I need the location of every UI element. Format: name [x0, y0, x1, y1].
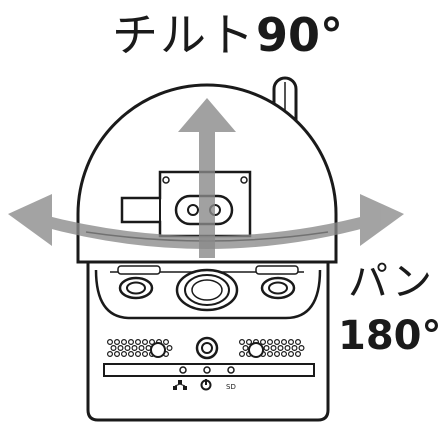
grille-hole	[263, 345, 270, 352]
grille-hole	[281, 339, 288, 346]
left-sensor	[118, 276, 154, 300]
grille-hole	[149, 339, 156, 346]
grille-hole	[110, 345, 117, 352]
grille-hole	[135, 339, 142, 346]
grille-hole	[106, 339, 113, 346]
grille-hole	[246, 339, 253, 346]
grille-hole	[142, 339, 149, 346]
pan-arrow	[8, 194, 404, 249]
grille-hole	[120, 339, 127, 346]
grille-hole	[295, 351, 302, 358]
grille-hole	[291, 345, 298, 352]
grille-hole	[270, 345, 277, 352]
grille-hole	[142, 351, 149, 358]
pan-value: 180°	[338, 313, 442, 359]
grille-hole	[277, 345, 284, 352]
grille-hole	[274, 339, 281, 346]
grille-hole	[239, 351, 246, 358]
grille-hole	[113, 339, 120, 346]
grille-hole	[298, 345, 305, 352]
grille-hole	[128, 351, 135, 358]
grille-hole	[274, 351, 281, 358]
grille-hole	[260, 339, 267, 346]
grille-hole	[267, 339, 274, 346]
grille-hole	[239, 339, 246, 346]
speaker-grille-left	[106, 339, 173, 358]
tilt-label: チルト90°	[112, 6, 343, 65]
grille-hole	[288, 351, 295, 358]
grille-hole	[242, 345, 249, 352]
microphone	[195, 336, 219, 360]
speaker-grille-right	[239, 339, 305, 358]
grille-hole	[131, 345, 138, 352]
grille-knob	[150, 342, 166, 358]
led-strip	[103, 363, 315, 377]
tilt-arrow	[178, 98, 236, 258]
right-sensor	[260, 276, 296, 300]
grille-hole	[281, 351, 288, 358]
tilt-word: チルト	[112, 8, 256, 62]
grille-hole	[163, 339, 170, 346]
network-icon	[173, 380, 187, 390]
grille-knob	[248, 342, 264, 358]
grille-hole	[135, 351, 142, 358]
grille-hole	[288, 339, 295, 346]
main-lens	[175, 268, 239, 312]
grille-hole	[120, 351, 127, 358]
pan-word: パン	[348, 259, 434, 305]
grille-hole	[138, 345, 145, 352]
grille-hole	[124, 345, 131, 352]
grille-hole	[295, 339, 302, 346]
grille-hole	[117, 345, 124, 352]
tilt-value: 90°	[256, 8, 344, 62]
grille-hole	[166, 345, 173, 352]
grille-hole	[113, 351, 120, 358]
grille-hole	[267, 351, 274, 358]
grille-hole	[106, 351, 113, 358]
power-icon	[200, 379, 212, 391]
sd-slot-label: SD	[226, 383, 236, 391]
grille-hole	[128, 339, 135, 346]
grille-hole	[284, 345, 291, 352]
